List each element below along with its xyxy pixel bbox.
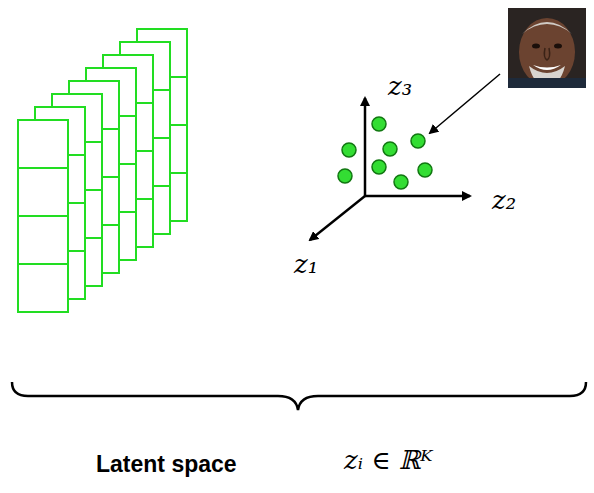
feature-cell [18,216,68,264]
face-photo [508,8,586,88]
feature-maps [18,29,187,312]
feature-cell [18,168,68,216]
latent-points [338,117,432,189]
feature-cell [18,264,68,312]
math-formula: zᵢ ∈ ℝᴷ [344,446,433,475]
feature-cell [18,120,68,168]
caption-text: Latent space [96,452,237,477]
pointer-arrow [430,74,500,133]
axis-label: z₃ [388,72,412,101]
bracket [12,382,586,410]
axis-label: z₁ [294,250,318,279]
axis-label: z₂ [492,186,516,215]
